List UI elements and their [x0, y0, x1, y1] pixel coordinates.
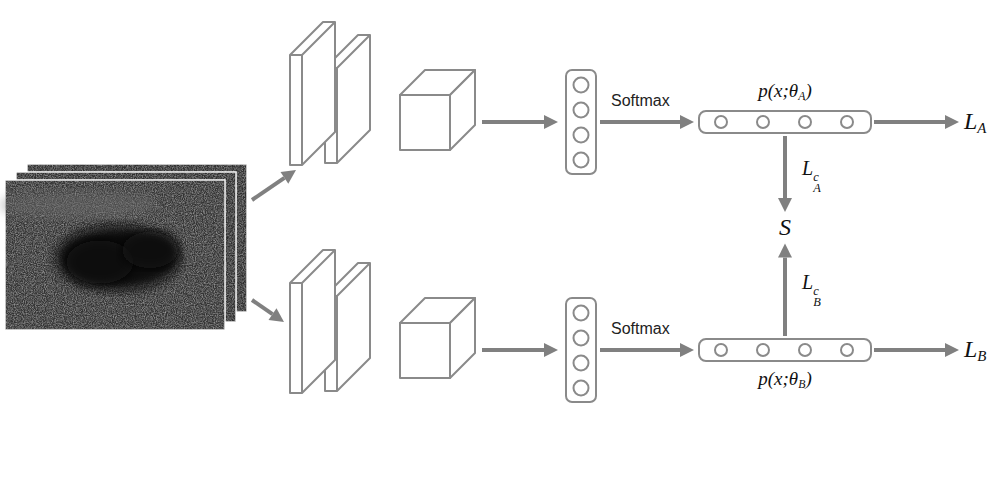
connector-line — [874, 120, 945, 124]
operation-label: Softmax — [609, 320, 672, 338]
superscript: c — [813, 286, 821, 298]
probability-unit — [756, 115, 770, 129]
sub-sup: Bc — [813, 286, 821, 310]
arrowhead — [778, 244, 792, 258]
math-text: LB — [964, 336, 986, 364]
superscript: c — [813, 172, 821, 184]
loss-symbol: LB — [960, 334, 990, 366]
probability-unit — [798, 343, 812, 357]
probability-unit — [714, 115, 728, 129]
probability-unit — [840, 343, 854, 357]
probability-unit — [756, 343, 770, 357]
arrowhead — [945, 115, 959, 129]
edge-label: LBc — [800, 270, 823, 309]
math-text: LA — [964, 108, 986, 136]
sub-sup: Ac — [813, 172, 821, 196]
probability-label: p(x;θA) — [700, 80, 870, 103]
cnn-block — [290, 22, 475, 165]
subscript: A — [798, 90, 805, 103]
loss-symbol: S — [775, 212, 795, 244]
arrowhead — [945, 343, 959, 357]
probability-box: p(x;θB) — [698, 338, 872, 362]
connector-line — [783, 136, 787, 198]
cnn-block — [290, 250, 475, 393]
connector-arrow — [778, 244, 792, 336]
connector-arrow — [778, 136, 792, 212]
connector-arrow — [874, 115, 959, 129]
probability-box: p(x;θA) — [698, 110, 872, 134]
feature-vector — [566, 70, 596, 402]
subscript: B — [977, 348, 986, 364]
probability-unit — [714, 343, 728, 357]
math-text: S — [779, 214, 791, 242]
operation-label: Softmax — [609, 92, 672, 110]
loss-symbol: LA — [960, 106, 990, 138]
probability-unit — [798, 115, 812, 129]
subscript: B — [813, 297, 821, 309]
ultrasound-stack — [0, 164, 247, 330]
flow-arrows — [482, 115, 694, 357]
connector-line — [783, 258, 787, 336]
connector-arrow — [874, 343, 959, 357]
edge-label: LAc — [800, 156, 823, 195]
probability-label: p(x;θB) — [700, 368, 870, 391]
subscript: B — [798, 378, 805, 391]
subscript: A — [813, 183, 821, 195]
subscript: A — [977, 120, 986, 136]
connector-line — [874, 348, 945, 352]
arrowhead — [778, 198, 792, 212]
probability-unit — [840, 115, 854, 129]
